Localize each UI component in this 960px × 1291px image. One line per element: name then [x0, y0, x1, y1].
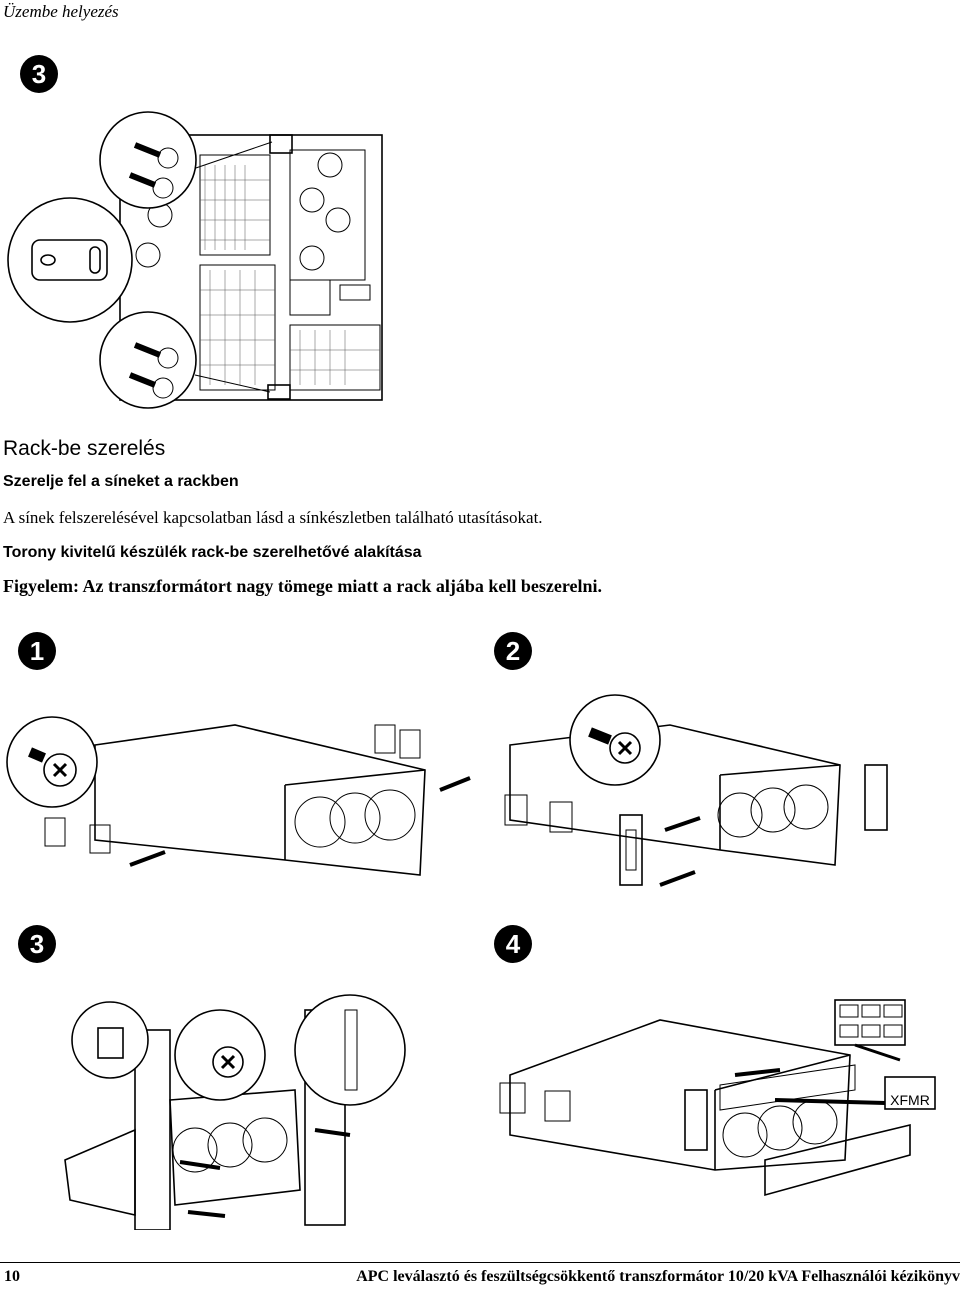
section-title: Üzembe helyezés — [3, 2, 119, 21]
step-badge-3-top: 3 — [20, 55, 58, 93]
step-3-illustration — [64, 994, 406, 1230]
step-4-illustration — [499, 999, 936, 1197]
xfmr-label: XFMR — [890, 1092, 930, 1108]
step-1-illustration — [6, 716, 471, 876]
weight-warning: Figyelem: Az transzformátort nagy tömege… — [3, 576, 603, 596]
step-badge-2: 2 — [494, 632, 532, 670]
step-badge-1: 1 — [18, 632, 56, 670]
rear-panel-illustration — [7, 111, 383, 409]
step-2-illustration — [504, 694, 888, 887]
subheading-rails: Szerelje fel a síneket a rackben — [3, 473, 239, 490]
step-badge-3: 3 — [18, 925, 56, 963]
footer-divider — [0, 1262, 960, 1263]
section-heading: Rack-be szerelés — [3, 437, 166, 460]
page-number: 10 — [4, 1268, 20, 1285]
rails-instructions: A sínek felszerelésével kapcsolatban lás… — [3, 508, 543, 527]
step-badge-4: 4 — [494, 925, 532, 963]
document-title: APC leválasztó és feszültségcsökkentő tr… — [356, 1268, 960, 1285]
subheading-tower-conversion: Torony kivitelű készülék rack-be szerelh… — [3, 544, 422, 561]
